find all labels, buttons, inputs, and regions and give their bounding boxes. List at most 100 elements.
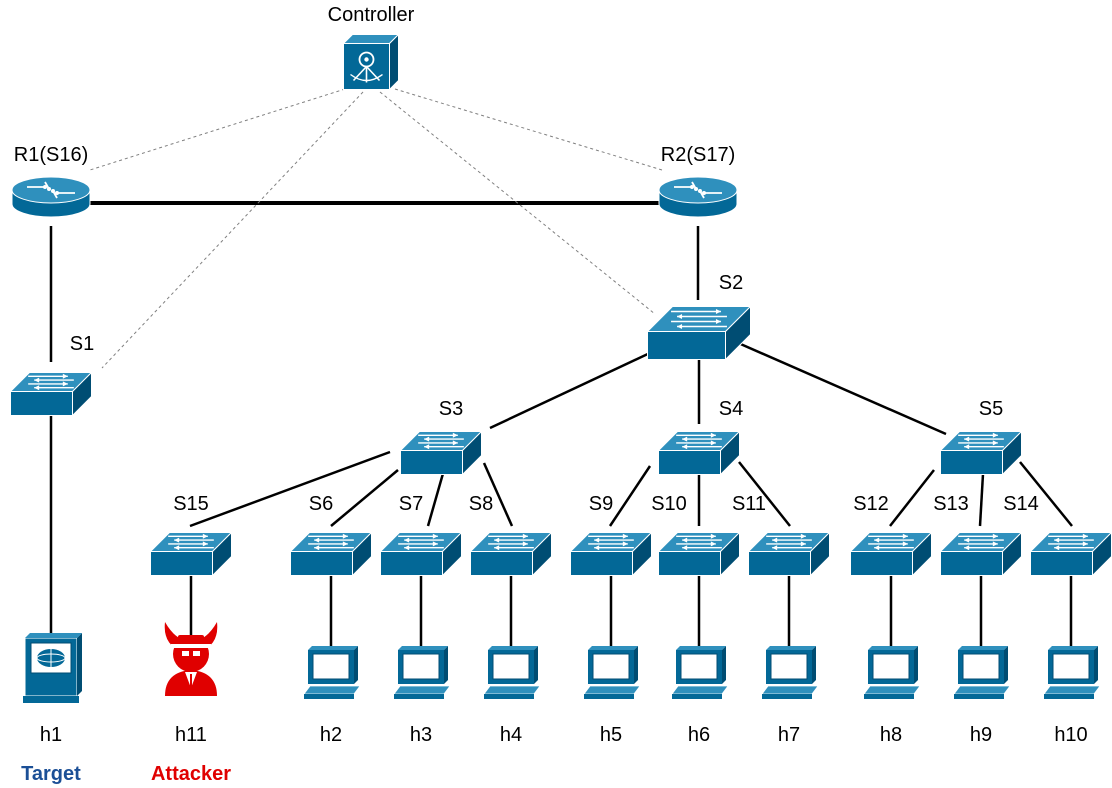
link-s5-s12: [889, 469, 935, 527]
switch-icon: [149, 531, 233, 577]
node-s7: S7: [379, 493, 463, 577]
router-icon: [658, 176, 738, 218]
switch-icon: [657, 531, 741, 577]
workstation-icon: [863, 646, 921, 699]
link-controller-s1: [101, 91, 364, 369]
switch-icon: [9, 371, 93, 417]
node-label-s10: S10: [651, 493, 687, 515]
workstation-icon: [583, 646, 641, 699]
sdn-controller-icon: [342, 33, 400, 91]
node-label-s9: S9: [589, 493, 613, 515]
node-controller: Controller: [328, 4, 415, 91]
node-h3: h3: [393, 646, 451, 746]
attacker-devil-icon: [164, 622, 218, 696]
switch-icon: [1029, 531, 1112, 577]
node-label-s11: S11: [732, 493, 766, 515]
node-r2: R2(S17): [658, 144, 738, 218]
node-label-s5: S5: [979, 398, 1003, 420]
node-h4: h4: [483, 646, 541, 746]
node-s3: S3: [399, 398, 483, 476]
node-label-h8: h8: [880, 724, 902, 746]
node-label-s4: S4: [719, 398, 743, 420]
web-server-terminal-icon: [23, 633, 82, 703]
node-s10: S10: [651, 493, 741, 577]
link-s3-s6: [330, 469, 399, 527]
node-h2: h2: [303, 646, 361, 746]
node-h10: h10: [1043, 646, 1101, 746]
node-label-s6: S6: [309, 493, 333, 515]
node-label-s8: S8: [469, 493, 493, 515]
node-label-s15: S15: [173, 493, 209, 515]
node-label-h11: h11: [175, 724, 207, 746]
link-controller-r2: [394, 88, 663, 171]
node-s13: S13: [933, 493, 1023, 577]
node-label-s2: S2: [719, 272, 743, 294]
node-s12: S12: [849, 493, 933, 577]
node-s8: S8: [469, 493, 553, 577]
workstation-icon: [953, 646, 1011, 699]
node-s15: S15: [149, 493, 233, 577]
node-label-s14: S14: [1003, 493, 1039, 515]
workstation-icon: [303, 646, 361, 699]
link-s3-s7: [426, 469, 446, 527]
router-icon: [11, 176, 91, 218]
node-r1: R1(S16): [11, 144, 91, 218]
node-s5: S5: [939, 398, 1023, 476]
switch-icon: [939, 430, 1023, 476]
link-s5-s14: [1019, 461, 1073, 527]
switch-icon: [569, 531, 653, 577]
link-s5-s13: [978, 473, 985, 527]
node-label-h10: h10: [1054, 724, 1087, 746]
node-s9: S9: [569, 493, 653, 577]
switch-icon: [747, 531, 831, 577]
node-s2: S2: [646, 272, 752, 361]
role-label-h1: Target: [21, 763, 81, 785]
switch-icon: [399, 430, 483, 476]
node-h5: h5: [583, 646, 641, 746]
node-s11: S11: [732, 493, 831, 577]
node-label-controller: Controller: [328, 4, 415, 26]
switch-icon: [289, 531, 373, 577]
workstation-icon: [761, 646, 819, 699]
node-label-h3: h3: [410, 724, 432, 746]
node-label-h9: h9: [970, 724, 992, 746]
node-label-h2: h2: [320, 724, 342, 746]
node-h6: h6: [671, 646, 729, 746]
workstation-icon: [393, 646, 451, 699]
switch-icon: [939, 531, 1023, 577]
workstation-icon: [1043, 646, 1101, 699]
node-label-s13: S13: [933, 493, 969, 515]
switch-icon: [657, 430, 741, 476]
link-s2-s5: [735, 340, 947, 436]
node-label-s12: S12: [853, 493, 889, 515]
link-s3-s8: [482, 462, 514, 527]
workstation-icon: [483, 646, 541, 699]
link-s2-s3: [489, 350, 653, 430]
node-h9: h9: [953, 646, 1011, 746]
node-label-r1: R1(S16): [14, 144, 88, 166]
switch-icon: [469, 531, 553, 577]
node-s14: S14: [1003, 493, 1112, 577]
role-label-h11: Attacker: [151, 763, 231, 785]
node-label-h5: h5: [600, 724, 622, 746]
node-h8: h8: [863, 646, 921, 746]
link-controller-s2: [379, 91, 656, 315]
node-label-s3: S3: [439, 398, 463, 420]
node-s6: S6: [289, 493, 373, 577]
node-label-h6: h6: [688, 724, 710, 746]
link-controller-r1: [89, 88, 346, 171]
node-label-h7: h7: [778, 724, 800, 746]
link-s4-s11: [738, 461, 791, 527]
workstation-icon: [671, 646, 729, 699]
node-s1: S1: [9, 333, 94, 417]
node-label-s7: S7: [399, 493, 423, 515]
node-s4: S4: [657, 398, 743, 476]
switch-icon: [646, 305, 752, 361]
switch-icon: [379, 531, 463, 577]
link-s4-s9: [608, 465, 652, 527]
node-label-s1: S1: [70, 333, 94, 355]
